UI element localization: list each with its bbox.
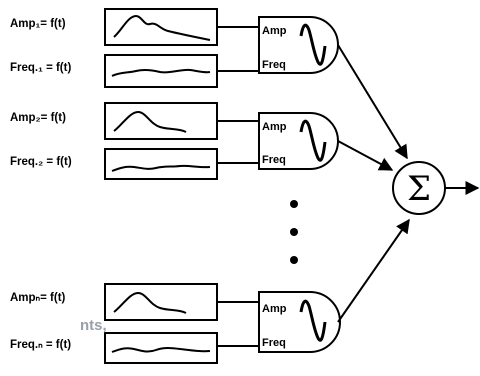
stray-overlay-text: nts, [80,317,107,334]
arrow-osc-2-to-sum [337,140,394,171]
sigma-symbol: Σ [407,169,431,209]
sine-wave-icon [299,299,327,342]
amp-envelope-label-n: Ampₙ= f(t) [10,292,66,304]
oscillator-amp-input-2: Amp [262,121,287,133]
sine-wave-icon [299,23,327,66]
oscillator-freq-input-2: Freq [262,154,286,166]
oscillator-2: Amp Freq [258,112,339,170]
arrow-osc-1-to-sum [337,44,408,160]
oscillator-body-n [258,291,341,353]
freq-envelope-curve-1 [111,68,211,77]
freq-envelope-label-1: Freq.₁ = f(t) [10,62,71,74]
sine-wave-icon [299,119,327,162]
freq-envelope-box-2 [104,148,218,180]
oscillator-amp-input-n: Amp [262,303,287,315]
generator-row-1: Amp₁= f(t) Freq.₁ = f(t) Amp Freq [10,8,339,88]
amp-envelope-box-n [104,283,218,321]
amp-envelope-curve-2 [113,110,187,133]
amp-envelope-curve-n [113,291,187,314]
amp-envelope-label-2: Amp₂= f(t) [10,112,66,124]
amp-envelope-curve-1 [113,14,211,41]
amp-envelope-box-2 [104,102,218,140]
generator-row-2: Amp₂= f(t) Freq.₂ = f(t) Amp Freq [10,102,339,180]
ellipsis-dot-2 [290,228,298,236]
freq-envelope-label-n: Freq.ₙ = f(t) [10,339,71,351]
amp-envelope-label-1: Amp₁= f(t) [10,18,66,30]
oscillator-amp-input-1: Amp [262,25,287,37]
freq-envelope-label-2: Freq.₂ = f(t) [10,156,72,168]
arrow-osc-n-to-sum [337,218,410,323]
oscillator-1: Amp Freq [258,16,339,74]
freq-envelope-curve-n [111,347,211,353]
ellipsis-dot-1 [290,200,298,208]
oscillator-freq-input-1: Freq [262,59,286,71]
generator-row-n: Ampₙ= f(t) Freq.ₙ = f(t) Amp Freq [10,283,341,364]
oscillator-n: Amp Freq [258,291,341,353]
summing-junction: Σ [392,161,446,215]
ellipsis-dot-3 [290,256,298,264]
freq-envelope-curve-2 [111,164,211,172]
oscillator-freq-input-n: Freq [262,337,286,349]
